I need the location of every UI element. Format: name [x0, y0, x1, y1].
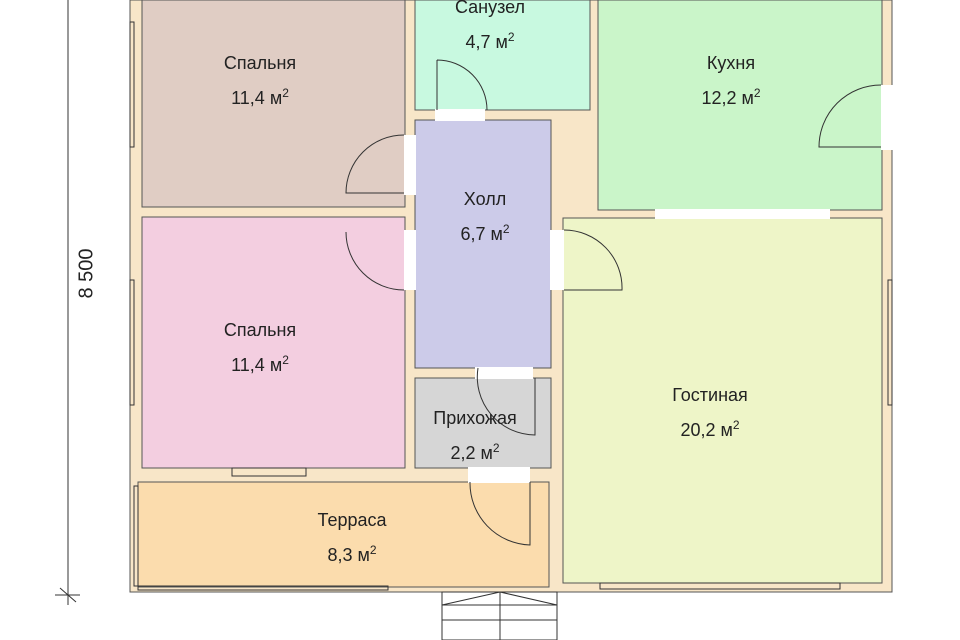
room-name: Холл: [463, 189, 507, 209]
room-area: 8,3 м2: [327, 543, 377, 565]
room-area: 12,2 м2: [701, 86, 761, 108]
room-name: Гостиная: [672, 385, 748, 405]
window: [231, 467, 307, 477]
door-arc-bathroom: [436, 59, 488, 111]
room-label-kitchen: Кухня 12,2 м2: [701, 48, 760, 113]
room-terrace: [137, 481, 550, 588]
room-area: 4,7 м2: [465, 30, 515, 52]
room-label-bathroom: Санузел 4,7 м2: [455, 0, 525, 57]
door-arc-terrace: [469, 481, 531, 546]
room-name: Спальня: [223, 320, 297, 340]
room-label-terrace: Терраса 8,3 м2: [317, 505, 386, 570]
room-area: 6,7 м2: [460, 222, 510, 244]
room-label-bedroom-1: Спальня 11,4 м2: [224, 48, 296, 113]
room-name: Кухня: [706, 53, 756, 73]
door-arc-bedroom-2: [345, 231, 405, 291]
room-name: Терраса: [317, 510, 387, 530]
window: [133, 485, 139, 587]
room-area: 11,4 м2: [231, 353, 289, 375]
window: [887, 279, 893, 406]
door-arc-bedroom-1: [345, 134, 405, 194]
window: [599, 582, 841, 590]
room-name: Спальня: [223, 53, 297, 73]
room-living: [562, 217, 883, 584]
dimension-line: [55, 0, 80, 605]
room-label-entrance: Прихожая 2,2 м2: [433, 403, 516, 468]
room-label-hall: Холл 6,7 м2: [460, 184, 509, 249]
room-kitchen: [597, 0, 883, 211]
room-bedroom-1: [141, 0, 406, 208]
room-area: 2,2 м2: [450, 441, 500, 463]
room-hall: [414, 119, 552, 369]
door-arc-hall: [476, 367, 536, 436]
room-bathroom: [414, 0, 591, 111]
room-label-bedroom-2: Спальня 11,4 м2: [224, 315, 296, 380]
room-name: Санузел: [454, 0, 526, 17]
room-name: Прихожая: [433, 408, 517, 428]
stairs: [441, 591, 558, 640]
room-area: 20,2 м2: [680, 418, 740, 440]
window: [129, 279, 135, 406]
window: [129, 21, 135, 148]
door-arc-kitchen: [818, 84, 882, 148]
window: [137, 585, 389, 591]
room-label-living: Гостиная 20,2 м2: [672, 380, 748, 445]
dimension-label: 8 500: [75, 248, 98, 299]
room-area: 11,4 м2: [231, 86, 289, 108]
door-arc-living: [563, 229, 623, 291]
